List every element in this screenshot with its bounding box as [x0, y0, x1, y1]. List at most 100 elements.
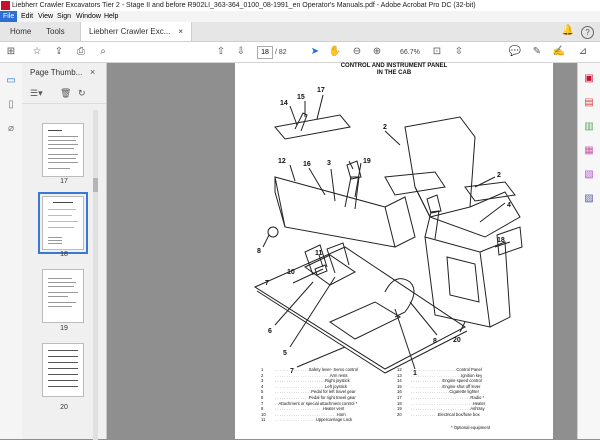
comment-icon[interactable]: 💬	[508, 46, 522, 57]
callout-label: 6	[268, 328, 272, 335]
hand-tool-icon[interactable]: ✋	[328, 46, 342, 57]
share-icon[interactable]: ⊿	[578, 46, 588, 57]
tab-document[interactable]: Liebherr Crawler Exc...×	[80, 22, 193, 41]
thumbnail-page-17[interactable]	[42, 123, 84, 177]
callout-label: 15	[297, 94, 305, 101]
thumbnail-scrollbar[interactable]	[93, 110, 98, 440]
create-pdf-icon[interactable]: ▤	[584, 97, 594, 108]
tab-home[interactable]: Home	[10, 27, 32, 36]
menu-file[interactable]: File	[0, 11, 18, 22]
document-view: CONTROL AND INSTRUMENT PANEL IN THE CAB	[107, 63, 600, 439]
callout-label: 5	[283, 350, 287, 357]
sign-icon[interactable]: ✍	[552, 46, 566, 57]
thumbnail-label: 20	[60, 404, 68, 411]
menu-window[interactable]: Window	[76, 13, 101, 20]
legend-row: 20. . . . . . . . . . . . Electrical box…	[397, 411, 480, 417]
tab-close-icon[interactable]: ×	[178, 27, 184, 36]
menu-sign[interactable]: Sign	[57, 13, 72, 20]
print-icon[interactable]: ⎙	[77, 46, 85, 57]
cab-illustration: 14 15 17 2 12 16 3 19 2 4 8 18 11 10 7 6…	[253, 87, 523, 377]
menu-view[interactable]: View	[38, 13, 54, 20]
legend-row: 18. . . . . . . . . . . . . . . . . . . …	[397, 400, 486, 406]
legend-row: 8. . . . . . . . . . . . . . . . . . . .…	[261, 406, 345, 412]
panel-tools: ☰▾ 🗑 ↻	[22, 85, 106, 104]
legend-row: 11. . . . . . . . . . . . . . . . . . Up…	[261, 417, 353, 423]
page-heading-line1: CONTROL AND INSTRUMENT PANEL	[340, 63, 448, 69]
callout-label: 18	[497, 237, 505, 244]
prev-page-icon[interactable]: ⇧	[216, 46, 226, 57]
callout-label: 17	[317, 87, 325, 94]
legend-row: 3. . . . . . . . . . . . . . . . . . . .…	[261, 378, 350, 384]
thumbnail-page-20[interactable]	[42, 343, 84, 397]
scroll-mode-icon[interactable]: ⇳	[454, 46, 464, 57]
legend-row: 12. . . . . . . . . . . . . . . . . . . …	[397, 367, 482, 372]
highlight-pen-icon[interactable]: ✎	[532, 46, 542, 57]
create-icon[interactable]: ⊞	[6, 46, 16, 57]
legend-row: 6. . . . . . . . . . . . . . . Pedal for…	[261, 394, 356, 400]
upload-icon[interactable]: ⇪	[54, 46, 64, 57]
menu-help[interactable]: Help	[104, 13, 119, 20]
thumbnail-page-19[interactable]	[42, 269, 84, 323]
callout-label: 11	[315, 250, 323, 257]
legend-row: 16. . . . . . . . . . . . . . . . . Ciga…	[397, 389, 479, 395]
callout-label: 7	[290, 368, 294, 375]
thumbnail-label: 17	[60, 178, 68, 185]
legend-row: 10. . . . . . . . . . . . . . . . . . . …	[261, 411, 346, 417]
legend-row: 4. . . . . . . . . . . . . . . . . . . .…	[261, 383, 347, 389]
bookmark-icon[interactable]: ☆	[32, 46, 42, 57]
export-pdf-icon[interactable]: ▣	[584, 73, 594, 84]
rotate-page-icon[interactable]: ↻	[78, 88, 86, 98]
page-thumbnails-icon[interactable]: ▭	[6, 75, 16, 86]
legend-right: 12. . . . . . . . . . . . . . . . . . . …	[397, 367, 485, 417]
callout-label: 10	[287, 269, 295, 276]
organize-pages-icon[interactable]: ▨	[584, 193, 594, 204]
next-page-icon[interactable]: ⇩	[236, 46, 246, 57]
callout-label: 8	[433, 338, 437, 345]
legend-row: 5. . . . . . . . . . . . . . . . Pedal f…	[261, 389, 356, 395]
zoom-level[interactable]: 66.7%	[400, 49, 420, 56]
combine-files-icon[interactable]: ▧	[584, 169, 594, 180]
help-icon[interactable]: ?	[581, 26, 594, 39]
thumbnails-panel: Page Thumb... × ☰▾ 🗑 ↻ 17 18 19 20	[22, 63, 107, 439]
bookmarks-icon[interactable]: ▯	[8, 99, 14, 110]
callout-label: 1	[413, 370, 417, 377]
thumbnail-label: 19	[60, 325, 68, 332]
tab-tools[interactable]: Tools	[46, 27, 65, 36]
legend-row: 15. . . . . . . . . . . . . . Engine shu…	[397, 383, 481, 389]
callout-label: 19	[363, 158, 371, 165]
comment-tool-icon[interactable]: ▦	[584, 145, 594, 156]
edit-pdf-icon[interactable]: ▥	[584, 121, 594, 132]
menu-bar: File Edit View Sign Window Help	[0, 11, 600, 22]
bell-icon[interactable]: 🔔	[561, 25, 574, 36]
thumbnail-options-icon[interactable]: ☰▾	[30, 88, 43, 98]
legend-row: 19. . . . . . . . . . . . . . . . . . . …	[397, 406, 485, 412]
legend-row: 13. . . . . . . . . . . . . . . . . . . …	[397, 372, 483, 378]
search-icon[interactable]: ⌕	[100, 46, 106, 57]
panel-close-icon[interactable]: ×	[90, 67, 96, 77]
optional-equipment-note: * Optional equipment	[451, 425, 491, 430]
select-cursor-icon[interactable]: ➤	[310, 46, 320, 57]
page-heading-line2: IN THE CAB	[376, 70, 412, 76]
attachments-icon[interactable]: ⌀	[7, 123, 15, 134]
panel-title: Page Thumb...	[30, 68, 83, 77]
callout-label: 12	[278, 158, 286, 165]
thumbnail-label: 18	[60, 251, 68, 258]
thumbnail-page-18[interactable]	[38, 192, 88, 254]
scrollbar-thumb[interactable]	[93, 178, 98, 192]
callout-label: 7	[265, 280, 269, 287]
callout-label: 4	[507, 202, 511, 209]
menu-edit[interactable]: Edit	[21, 13, 34, 20]
tab-bar: Home Tools Liebherr Crawler Exc...× 🔔 ?	[0, 22, 600, 42]
callout-label: 14	[280, 100, 288, 107]
navigation-strip: ▭ ▯ ⌀	[0, 63, 23, 439]
page-number-input[interactable]: 18	[257, 46, 273, 59]
callout-label: 20	[453, 337, 461, 344]
fit-page-icon[interactable]: ⊡	[432, 46, 442, 57]
zoom-out-icon[interactable]: ⊖	[352, 46, 362, 57]
title-bar: Liebherr Crawler Excavators Tier 2 - Sta…	[0, 0, 600, 11]
delete-page-icon[interactable]: 🗑	[60, 88, 72, 98]
callout-label: 2	[383, 124, 387, 131]
zoom-in-icon[interactable]: ⊕	[372, 46, 382, 57]
callout-label: 8	[257, 248, 261, 255]
callout-label: 2	[497, 172, 501, 179]
